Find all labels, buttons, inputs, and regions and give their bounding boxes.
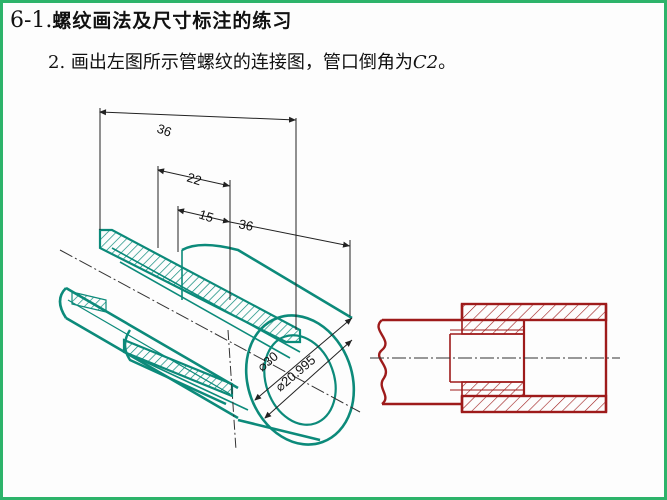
pipe-break-line <box>377 319 387 405</box>
dim-text-right: 36 <box>237 216 254 234</box>
section-number: 6-1. <box>10 8 53 33</box>
dim-line-thread-a <box>157 168 231 188</box>
task-number: 2. <box>48 52 66 73</box>
dim-line-dia-inner <box>264 339 353 419</box>
task-end-mark: 。 <box>438 52 457 73</box>
dim-text-thread-b: 15 <box>197 207 215 226</box>
section-title: 6-1.螺纹画法及尺寸标注的练习 <box>10 6 292 33</box>
outer-pipe-end-left <box>58 287 68 319</box>
chamfer-label: C2 <box>412 52 439 73</box>
task-text: 画出左图所示管螺纹的连接图，管口倒角为 <box>70 52 413 73</box>
socket-top-wall <box>460 302 608 322</box>
task-instruction: 2. 画出左图所示管螺纹的连接图，管口倒角为C2。 <box>48 48 456 74</box>
connection-section-drawing <box>370 302 620 414</box>
dim-line-overall <box>99 109 297 123</box>
dim-text-dia-outer: ⌀30 <box>254 348 281 374</box>
socket-top-edge <box>181 243 353 320</box>
thread-lower-wall <box>461 381 525 397</box>
dim-line-thread-b <box>177 208 231 224</box>
thread-upper-wall <box>461 319 525 335</box>
pipe-centerline <box>59 249 361 413</box>
isometric-pipe-drawing: 36 22 15 36 ⌀30 ⌀20.995 <box>58 108 361 451</box>
dim-text-overall: 36 <box>155 121 174 140</box>
socket-bottom-wall <box>460 394 608 414</box>
dim-text-thread-a: 22 <box>185 170 203 189</box>
lower-wall-section <box>122 338 234 398</box>
dim-line-right <box>229 221 351 248</box>
left-section-hatch <box>71 291 107 313</box>
section-heading: 螺纹画法及尺寸标注的练习 <box>52 10 293 32</box>
